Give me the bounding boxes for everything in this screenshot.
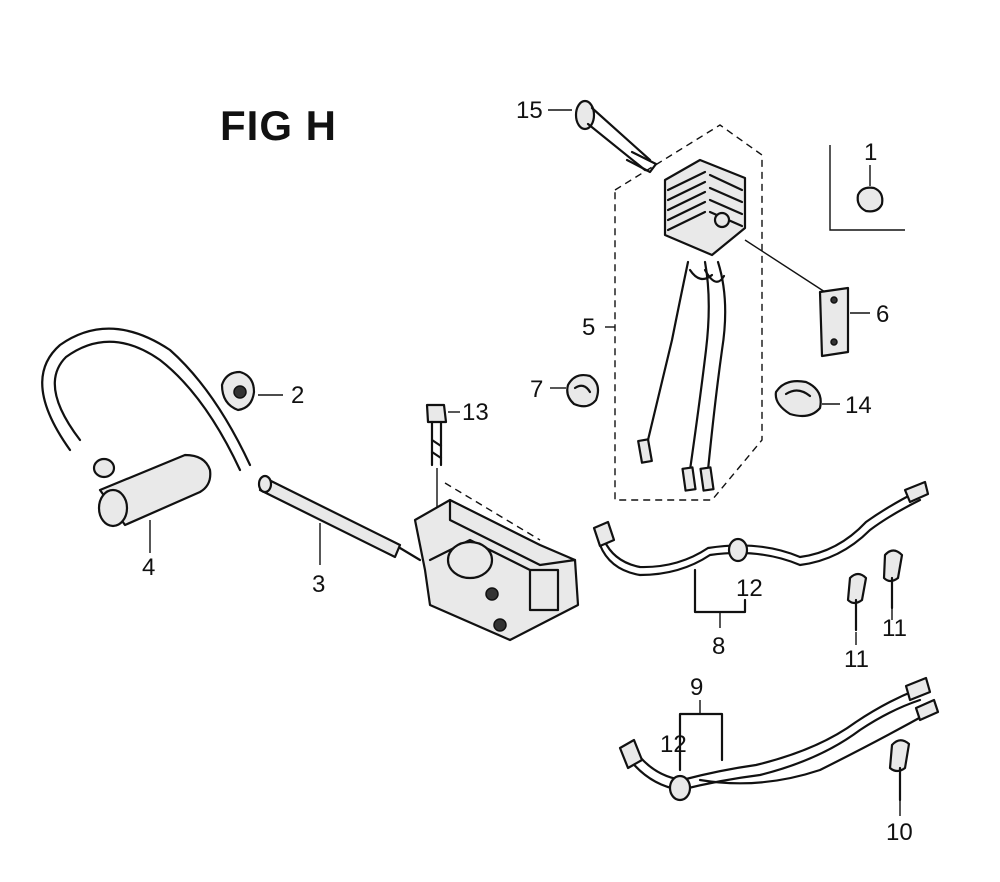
callout-10: 10 — [886, 819, 913, 846]
part-8-wire-harness — [592, 480, 930, 628]
part-7-clip — [550, 373, 600, 408]
callout-12-upper: 12 — [736, 575, 763, 602]
part-13-bolt — [425, 403, 460, 515]
callout-5: 5 — [582, 314, 595, 341]
callout-11-right: 11 — [882, 615, 907, 642]
callout-12-lower: 12 — [660, 731, 687, 758]
part-1-cap — [829, 145, 905, 231]
callout-14: 14 — [845, 392, 872, 419]
callout-13: 13 — [462, 399, 489, 426]
callout-2: 2 — [291, 382, 304, 409]
part-3-ht-lead — [257, 474, 402, 565]
callout-15: 15 — [516, 97, 543, 124]
part-9-wire-harness — [618, 676, 940, 802]
part-6-plate — [744, 239, 870, 358]
callout-1: 1 — [864, 139, 877, 166]
callout-7: 7 — [530, 376, 543, 403]
callout-9: 9 — [690, 674, 703, 701]
callout-6: 6 — [876, 301, 889, 328]
part-4-plug-cap — [41, 327, 252, 553]
part-10-clip — [888, 739, 911, 816]
part-5-regulator — [605, 124, 763, 501]
figure-title: FIG H — [220, 102, 337, 149]
ignition-coil — [398, 482, 580, 642]
part-15-bolt — [548, 99, 658, 174]
part-11-clips — [846, 549, 904, 645]
callout-4: 4 — [142, 554, 155, 581]
callout-8: 8 — [712, 633, 725, 660]
part-2-grommet — [220, 370, 283, 412]
callout-3: 3 — [312, 571, 325, 598]
callout-11-left: 11 — [844, 646, 869, 673]
part-14-clamp — [774, 380, 840, 418]
